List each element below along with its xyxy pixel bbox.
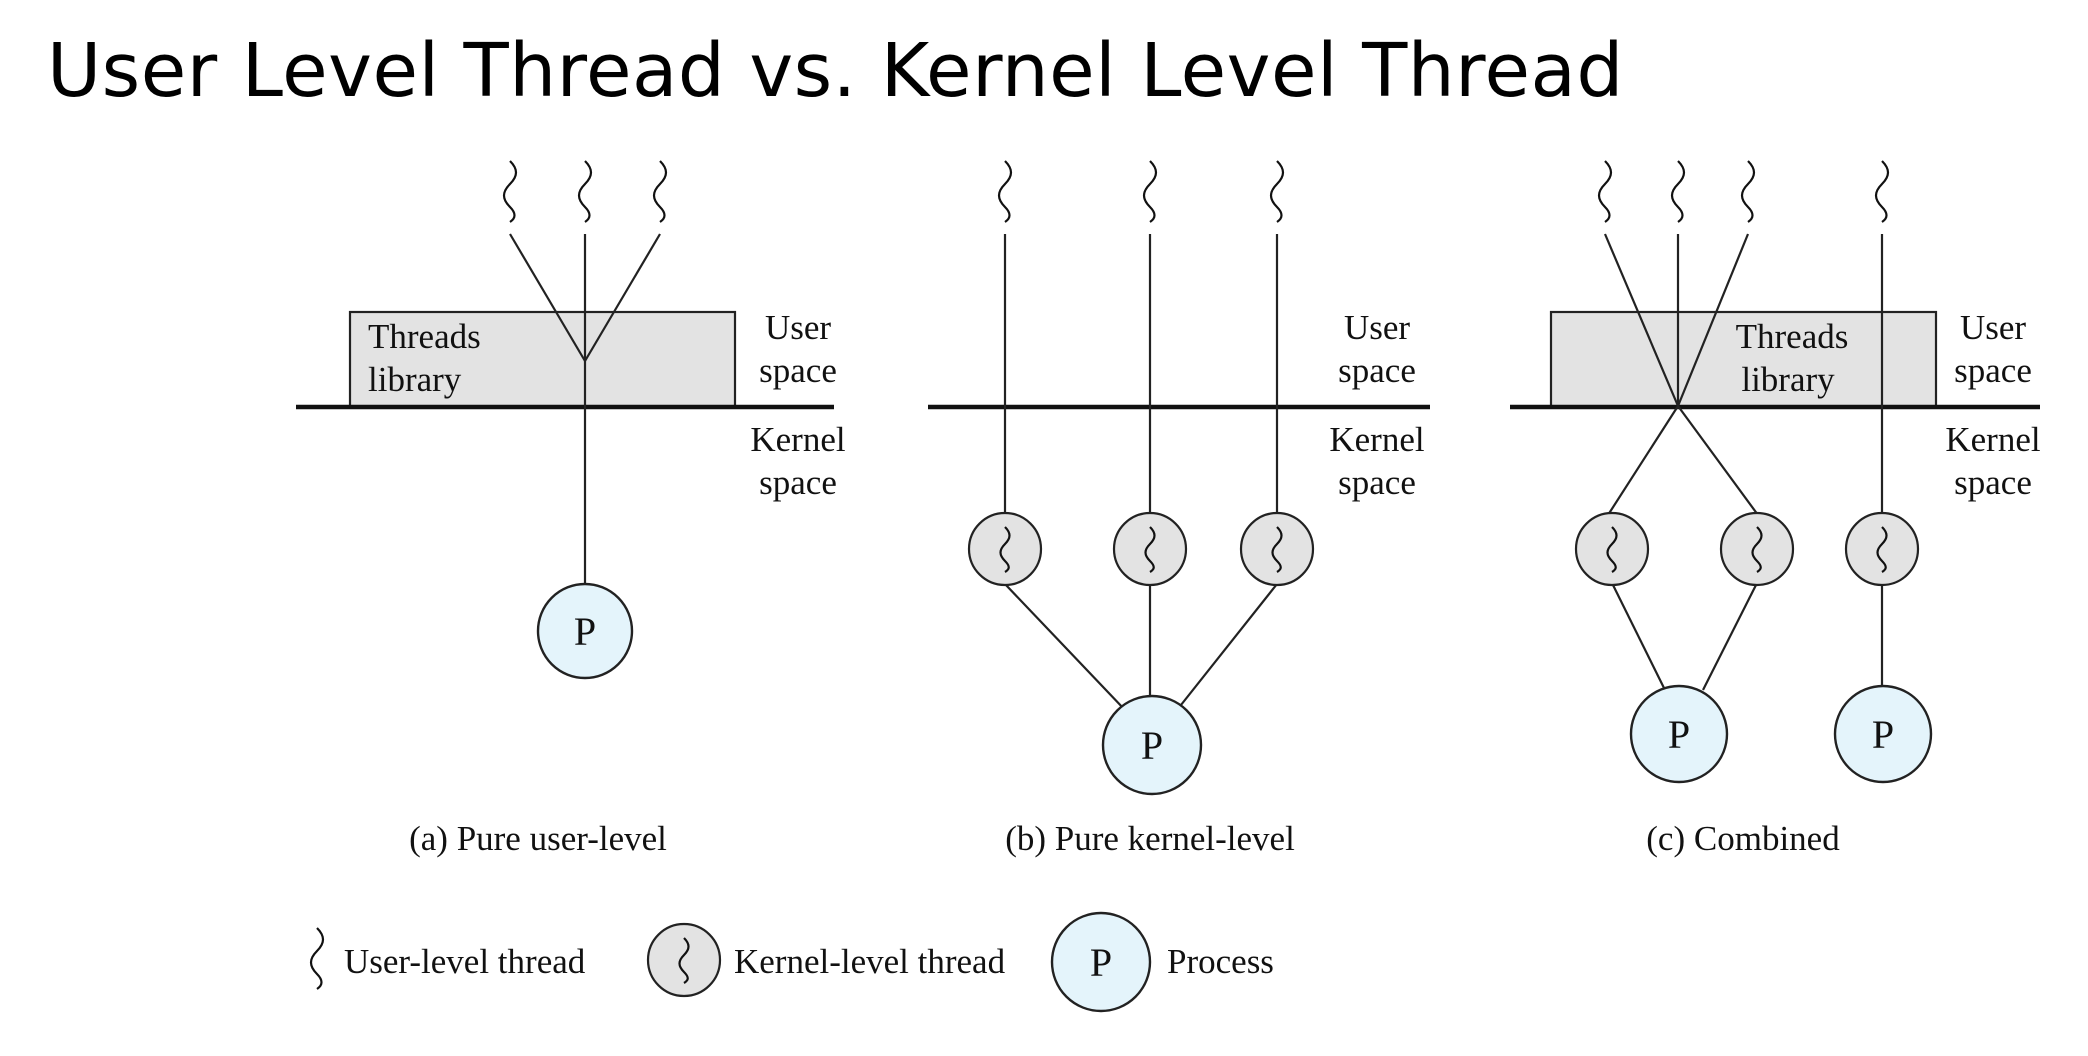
user-space-label: User	[1960, 308, 2026, 347]
caption-c: (c) Combined	[1646, 819, 1840, 858]
kernel-space-label: Kernel	[1945, 420, 2041, 459]
process-icon	[1050, 911, 1152, 1013]
process-label: P	[1872, 712, 1894, 757]
threads-library-label: library	[1741, 360, 1835, 399]
user-thread-icon	[309, 926, 325, 991]
user-thread-icon	[1740, 159, 1756, 224]
panel-c-combined: P P Threads library User space Kernel sp…	[1510, 159, 2041, 858]
kernel-space-label: Kernel	[750, 420, 846, 459]
legend-kernel-thread-label: Kernel-level thread	[734, 942, 1006, 981]
caption-a: (a) Pure user-level	[409, 819, 667, 858]
user-thread-icon	[1269, 159, 1285, 224]
process-circle	[1629, 684, 1729, 784]
user-space-label: space	[759, 351, 837, 390]
caption-b: (b) Pure kernel-level	[1005, 819, 1295, 858]
process-icon-label: P	[1090, 940, 1112, 985]
user-space-label: space	[1338, 351, 1416, 390]
user-thread-icon	[997, 159, 1013, 224]
legend-user-thread-label: User-level thread	[344, 942, 586, 981]
process-circle	[1101, 694, 1203, 796]
panel-b-pure-kernel-level: P User space Kernel space (b) Pure kerne…	[928, 159, 1430, 858]
user-space-label: space	[1954, 351, 2032, 390]
kernel-thread-circle	[1112, 511, 1188, 587]
user-thread-icon	[1874, 159, 1890, 224]
kernel-space-label: space	[1338, 463, 1416, 502]
process-circle	[536, 582, 634, 680]
process-circle	[1833, 684, 1933, 784]
user-space-label: User	[765, 308, 831, 347]
user-thread-icon	[1597, 159, 1613, 224]
kernel-thread-circle	[1574, 511, 1650, 587]
page-title: User Level Thread vs. Kernel Level Threa…	[47, 28, 1624, 114]
kernel-thread-circle	[967, 511, 1043, 587]
kernel-thread-circle	[1719, 511, 1795, 587]
process-label: P	[574, 609, 596, 654]
threads-library-box	[348, 310, 737, 409]
user-thread-icon	[1670, 159, 1686, 224]
process-label: P	[1668, 712, 1690, 757]
kernel-thread-circle	[1239, 511, 1315, 587]
threads-library-box	[1549, 310, 1938, 409]
kernel-thread-icon	[646, 922, 722, 998]
user-thread-icon	[652, 159, 668, 224]
user-thread-icon	[1142, 159, 1158, 224]
process-label: P	[1141, 723, 1163, 768]
threads-library-label: Threads	[1736, 317, 1849, 356]
kernel-space-label: space	[1954, 463, 2032, 502]
threads-library-label: Threads	[368, 317, 481, 356]
legend-process-label: Process	[1167, 942, 1274, 981]
kernel-thread-circle	[1844, 511, 1920, 587]
user-thread-icon	[502, 159, 518, 224]
threads-library-label: library	[368, 360, 462, 399]
user-thread-icon	[577, 159, 593, 224]
legend: User-level thread Kernel-level thread P …	[309, 911, 1274, 1013]
kernel-space-label: space	[759, 463, 837, 502]
kernel-space-label: Kernel	[1329, 420, 1425, 459]
panel-a-pure-user-level: P Threads library User space Kernel spac…	[296, 159, 846, 858]
user-space-label: User	[1344, 308, 1410, 347]
